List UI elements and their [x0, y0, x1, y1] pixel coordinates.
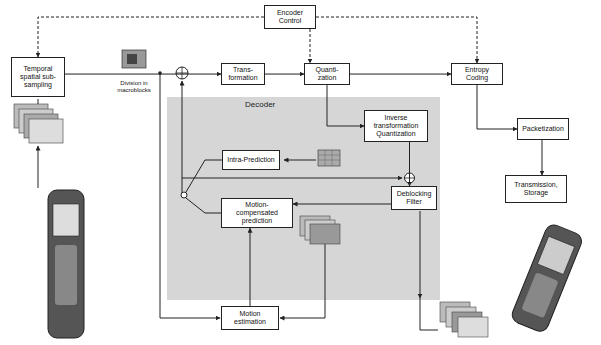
connector-arrow [38, 17, 264, 57]
box-label: Transmission, Storage [509, 181, 563, 197]
box-label: Entropy Coding [455, 66, 499, 82]
prediction-wire [182, 178, 402, 179]
connector-arrow [316, 17, 477, 63]
connector-arrow [409, 142, 410, 186]
input-frame-stack [14, 104, 63, 143]
connector-arrow [293, 204, 391, 205]
process-box: Entropy Coding [451, 63, 503, 85]
output-wire [420, 211, 421, 298]
control-box: Encoder Control [264, 5, 316, 29]
input-phone [48, 190, 84, 338]
box-label: Temporal spatial sub-sampling [15, 65, 61, 89]
connector-arrow [542, 140, 543, 175]
box-label: Quanti-zation [308, 66, 346, 82]
decoder-region: DecoderInverse transformation Quantizati… [167, 97, 440, 300]
decoder-ground [167, 97, 440, 300]
reference-wire [280, 244, 325, 318]
mode-switch [186, 160, 222, 213]
box-label: Motion estimation [225, 310, 275, 326]
box-label: Motion-compensated prediction [225, 201, 289, 225]
input-wire [38, 146, 39, 188]
process-box: Deblocking Filter [391, 186, 437, 210]
process-box: Trans-formation [221, 63, 265, 85]
process-box: Temporal spatial sub-sampling [11, 57, 65, 97]
box-label: Inverse transformation Quantization [368, 114, 424, 138]
output-frame-stack [440, 302, 488, 337]
annotation-label: Division in macroblocks [110, 80, 158, 94]
box-label: Packetization [522, 125, 564, 133]
input-to-estimation-wire [160, 73, 220, 318]
process-box: Intra-Prediction [222, 150, 280, 170]
connector-arrow [65, 74, 221, 75]
box-label: Encoder Control [268, 9, 312, 25]
process-box: Motion-compensated prediction [221, 198, 293, 228]
intra-wire [284, 160, 316, 161]
macroblock-thumbnail [122, 50, 146, 68]
process-box: Packetization [517, 118, 569, 140]
subtract-junction [176, 67, 188, 79]
process-box: Inverse transformation Quantization [364, 110, 428, 142]
box-label: Trans-formation [225, 66, 261, 82]
output-phone [510, 222, 585, 334]
process-box: Motion estimation [221, 306, 279, 330]
region-title: Decoder [245, 100, 440, 109]
process-box: Transmission, Storage [505, 175, 567, 203]
process-box: Quanti-zation [304, 63, 350, 85]
decoded-frame-stack [300, 216, 340, 244]
intra-picture [318, 150, 340, 166]
output-wire [420, 298, 438, 330]
mode-switch [181, 192, 187, 198]
box-label: Intra-Prediction [227, 156, 274, 164]
input-wire [38, 99, 39, 104]
connector-arrow [350, 74, 451, 75]
subtract-junction [176, 67, 188, 79]
connector-arrow [310, 29, 311, 63]
connector-arrow [327, 85, 364, 126]
connector-arrow [265, 74, 304, 75]
box-label: Deblocking Filter [395, 190, 433, 206]
connector-arrow [250, 228, 251, 306]
connector-arrow [477, 85, 517, 129]
